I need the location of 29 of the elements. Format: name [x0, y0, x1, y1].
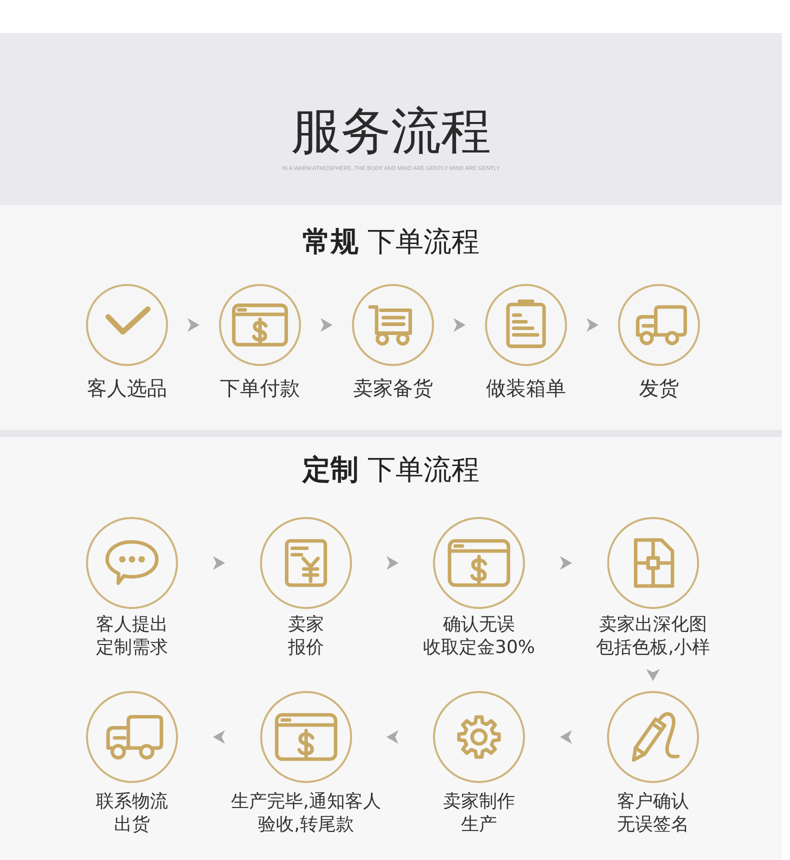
- page-title: 服务流程: [291, 101, 491, 161]
- step-label: 卖家报价: [287, 613, 325, 659]
- step-label: 下单付款: [219, 376, 301, 400]
- arrow: [586, 318, 598, 332]
- step-label: 联系物流出货: [95, 790, 169, 836]
- arrow: [213, 730, 225, 744]
- section-panel: [0, 205, 782, 430]
- section-panel: [0, 437, 782, 860]
- step-label: 卖家制作生产: [442, 790, 516, 836]
- section-heading: 常规 下单流程: [302, 224, 480, 260]
- step-label: 客人提出定制需求: [95, 613, 169, 659]
- arrow: [213, 556, 225, 570]
- arrow: [188, 318, 200, 332]
- step-label: 确认无误收取定金30%: [423, 613, 535, 659]
- step-label: 卖家备货: [352, 376, 434, 400]
- step-label: 客人选品: [86, 376, 168, 400]
- arrow: [560, 730, 572, 744]
- arrow: [386, 556, 398, 570]
- arrow: [560, 556, 572, 570]
- arrow: [386, 730, 398, 744]
- step-label: 客户确认无误签名: [616, 790, 690, 836]
- arrow: [454, 318, 466, 332]
- step-label: 做装箱单: [485, 376, 567, 400]
- arrow: [320, 318, 332, 332]
- step-label: 发货: [638, 376, 680, 400]
- arrow: [646, 669, 660, 681]
- step-label: 卖家出深化图包括色板,小样: [596, 613, 710, 659]
- section-heading: 定制 下单流程: [302, 452, 480, 488]
- step-label: 生产完毕,通知客人验收,转尾款: [231, 790, 381, 836]
